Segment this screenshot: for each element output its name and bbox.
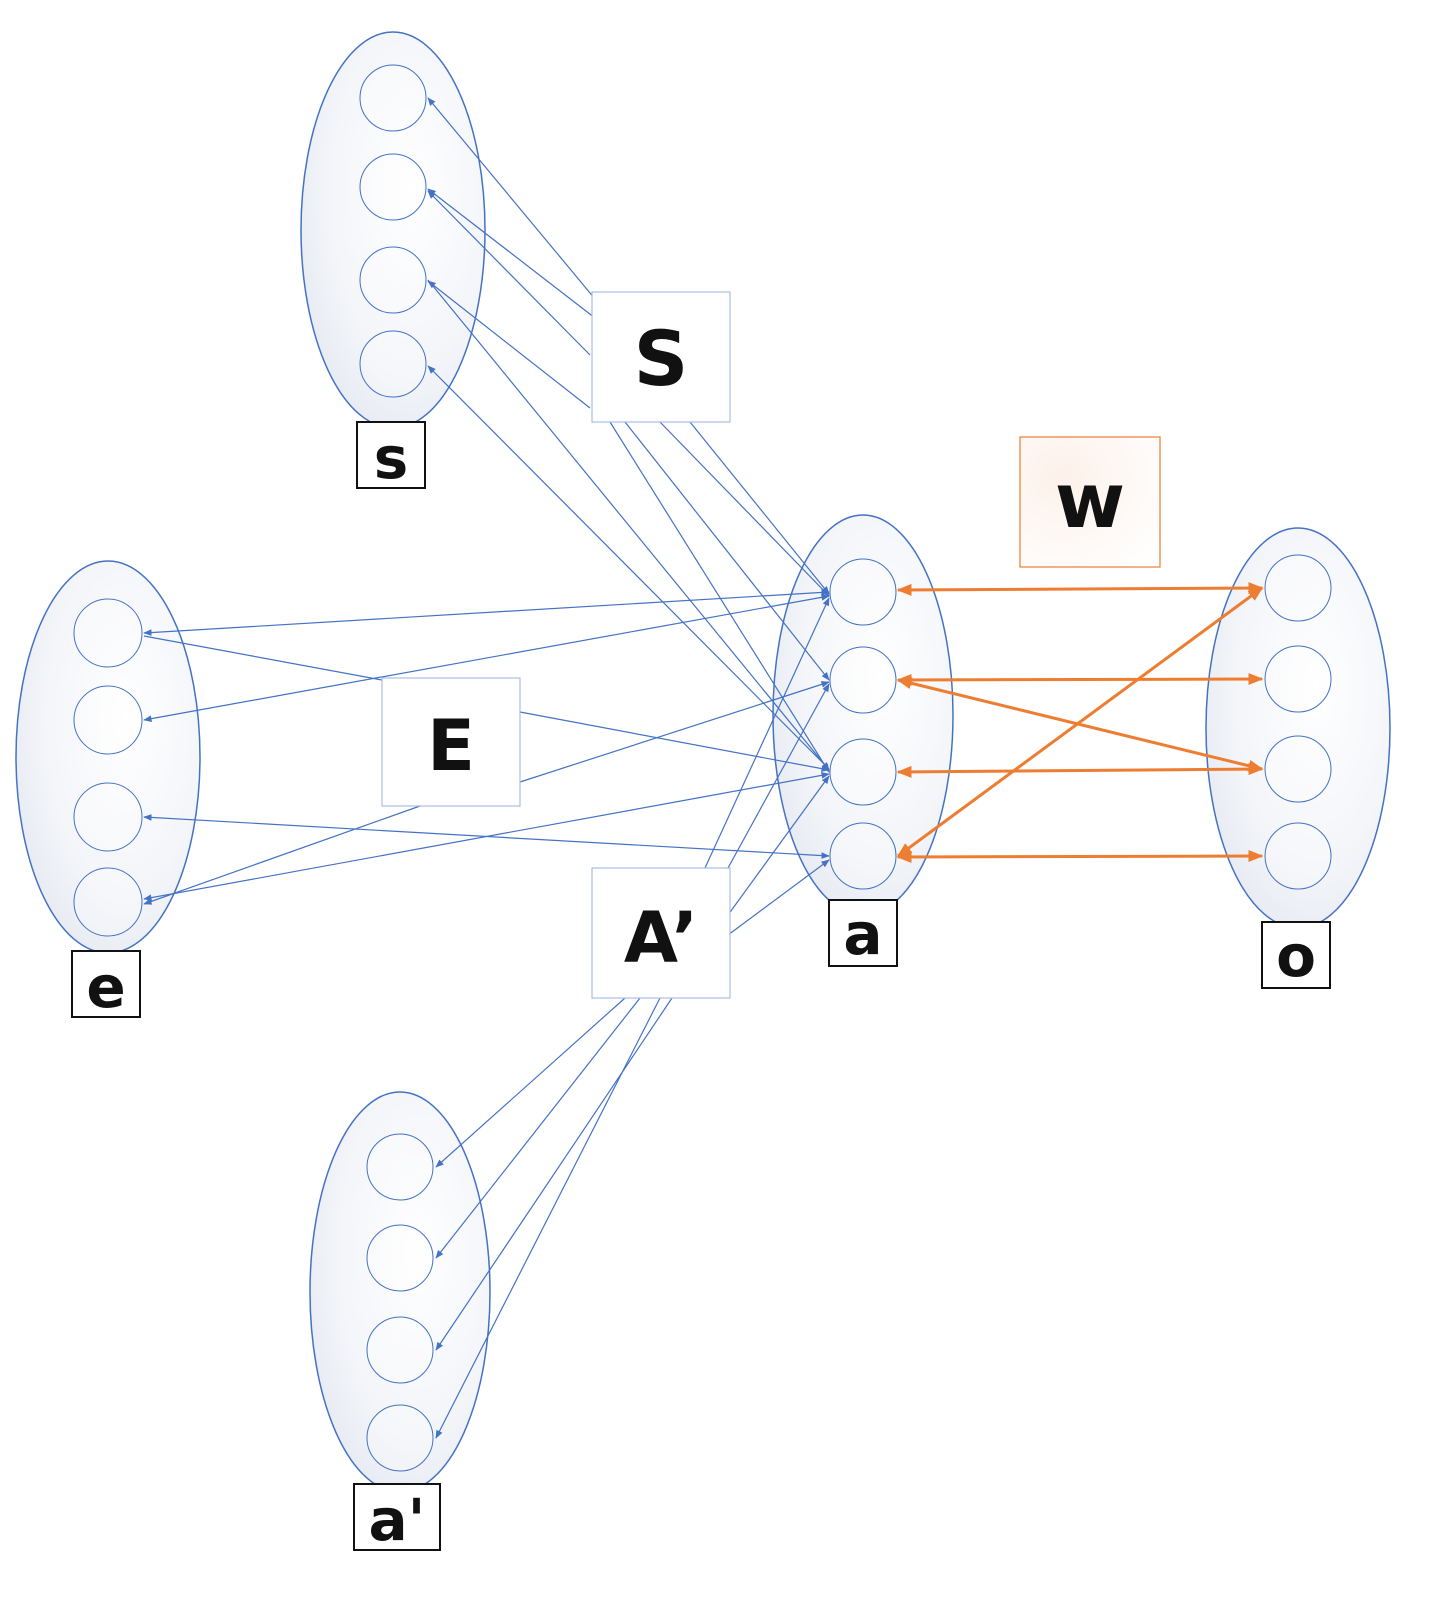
node-s-1 (359, 64, 427, 132)
edge-e1-to-E (143, 635, 383, 681)
node-e-2 (73, 685, 143, 755)
matrix-E-rect (381, 677, 521, 807)
edge-A-to-ap4 (435, 997, 661, 1439)
node-e-1 (73, 598, 143, 668)
layer-a (772, 514, 954, 916)
edge-S-to-a1 (689, 421, 830, 595)
layer-a-label-box: a (828, 899, 898, 968)
layer-e-label: e (86, 953, 125, 1021)
layer-o-label: o (1276, 922, 1316, 990)
node-s-4 (359, 330, 427, 398)
edge-A-to-ap2 (435, 997, 641, 1259)
layer-e-label-box: e (71, 950, 141, 1021)
node-s-2 (359, 153, 427, 221)
node-e-4 (73, 867, 143, 937)
node-o-1 (1264, 554, 1332, 622)
node-o-4 (1264, 822, 1332, 890)
edge-S-to-s3 (427, 280, 591, 409)
node-o-3 (1264, 735, 1332, 803)
matrix-W-rect (1019, 436, 1161, 568)
node-a-prime-2 (366, 1224, 434, 1292)
node-a-1 (829, 558, 897, 626)
edge-S-to-a1b (659, 421, 830, 597)
matrix-A-prime-rect (591, 867, 731, 999)
s-matrix-edges (427, 97, 830, 773)
edge-E-to-a2 (519, 681, 830, 783)
node-a-3 (829, 738, 897, 806)
edge-S-to-s1 (427, 97, 601, 306)
edge-a3-to-e4 (143, 772, 830, 901)
layer-s-label-box: s (356, 421, 426, 492)
edge-a1-to-e2 (143, 594, 830, 722)
edge-S-to-s2a (427, 188, 596, 319)
edge-a1-o1 (896, 582, 1264, 596)
edge-a4-o1 (896, 586, 1264, 858)
matrix-E-label: E (427, 705, 475, 787)
node-a-prime-4 (366, 1404, 434, 1472)
edge-E-to-e4 (143, 805, 421, 905)
matrix-W-box: w (1019, 436, 1161, 568)
node-a-prime-1 (366, 1133, 434, 1201)
layer-s (300, 31, 486, 429)
node-o-2 (1264, 645, 1332, 713)
node-a-2 (829, 646, 897, 714)
layer-o-label-box: o (1261, 921, 1331, 990)
layer-a-label: a (843, 900, 882, 968)
edge-S-to-a2 (624, 421, 830, 681)
layer-a-prime-label: a' (369, 1486, 426, 1554)
edge-a3-o3 (896, 763, 1264, 778)
matrix-S-label: S (634, 314, 689, 403)
layer-a-label-rect (828, 899, 898, 967)
edge-S-to-s2b (427, 190, 591, 356)
matrix-W-label: w (1055, 456, 1125, 545)
matrix-S-rect (591, 291, 731, 423)
edge-E-to-a3 (519, 711, 830, 772)
layer-a-prime-label-rect (353, 1483, 441, 1551)
edge-A-to-a4 (727, 859, 830, 936)
layer-a-prime (309, 1091, 491, 1493)
edge-A-to-ap3 (435, 997, 673, 1351)
edge-a2-o2 (896, 673, 1264, 686)
layer-a-prime-label-box: a' (353, 1483, 441, 1554)
edge-A-to-a3 (727, 775, 830, 916)
edge-A-to-a2 (727, 683, 830, 869)
w-matrix-edges (896, 582, 1264, 863)
matrix-A-prime-label: A’ (624, 897, 698, 979)
e-matrix-edges (143, 589, 830, 905)
node-s-3 (359, 246, 427, 314)
matrix-E-box: E (381, 677, 521, 807)
edge-A-to-ap1 (435, 997, 626, 1168)
node-a-4 (829, 822, 897, 890)
layer-e-label-rect (71, 950, 141, 1018)
layer-o-label-rect (1261, 921, 1331, 989)
matrix-A-prime-box: A’ (591, 867, 731, 999)
edge-A-to-a1 (704, 597, 830, 869)
edge-a1-to-e1 (143, 589, 830, 636)
node-a-prime-3 (366, 1316, 434, 1384)
edge-a4-o4 (896, 850, 1264, 863)
node-e-3 (73, 782, 143, 852)
layer-s-label: s (374, 424, 409, 492)
a-prime-matrix-edges (435, 597, 830, 1439)
layer-s-label-rect (356, 421, 426, 489)
matrix-S-box: S (591, 291, 731, 423)
